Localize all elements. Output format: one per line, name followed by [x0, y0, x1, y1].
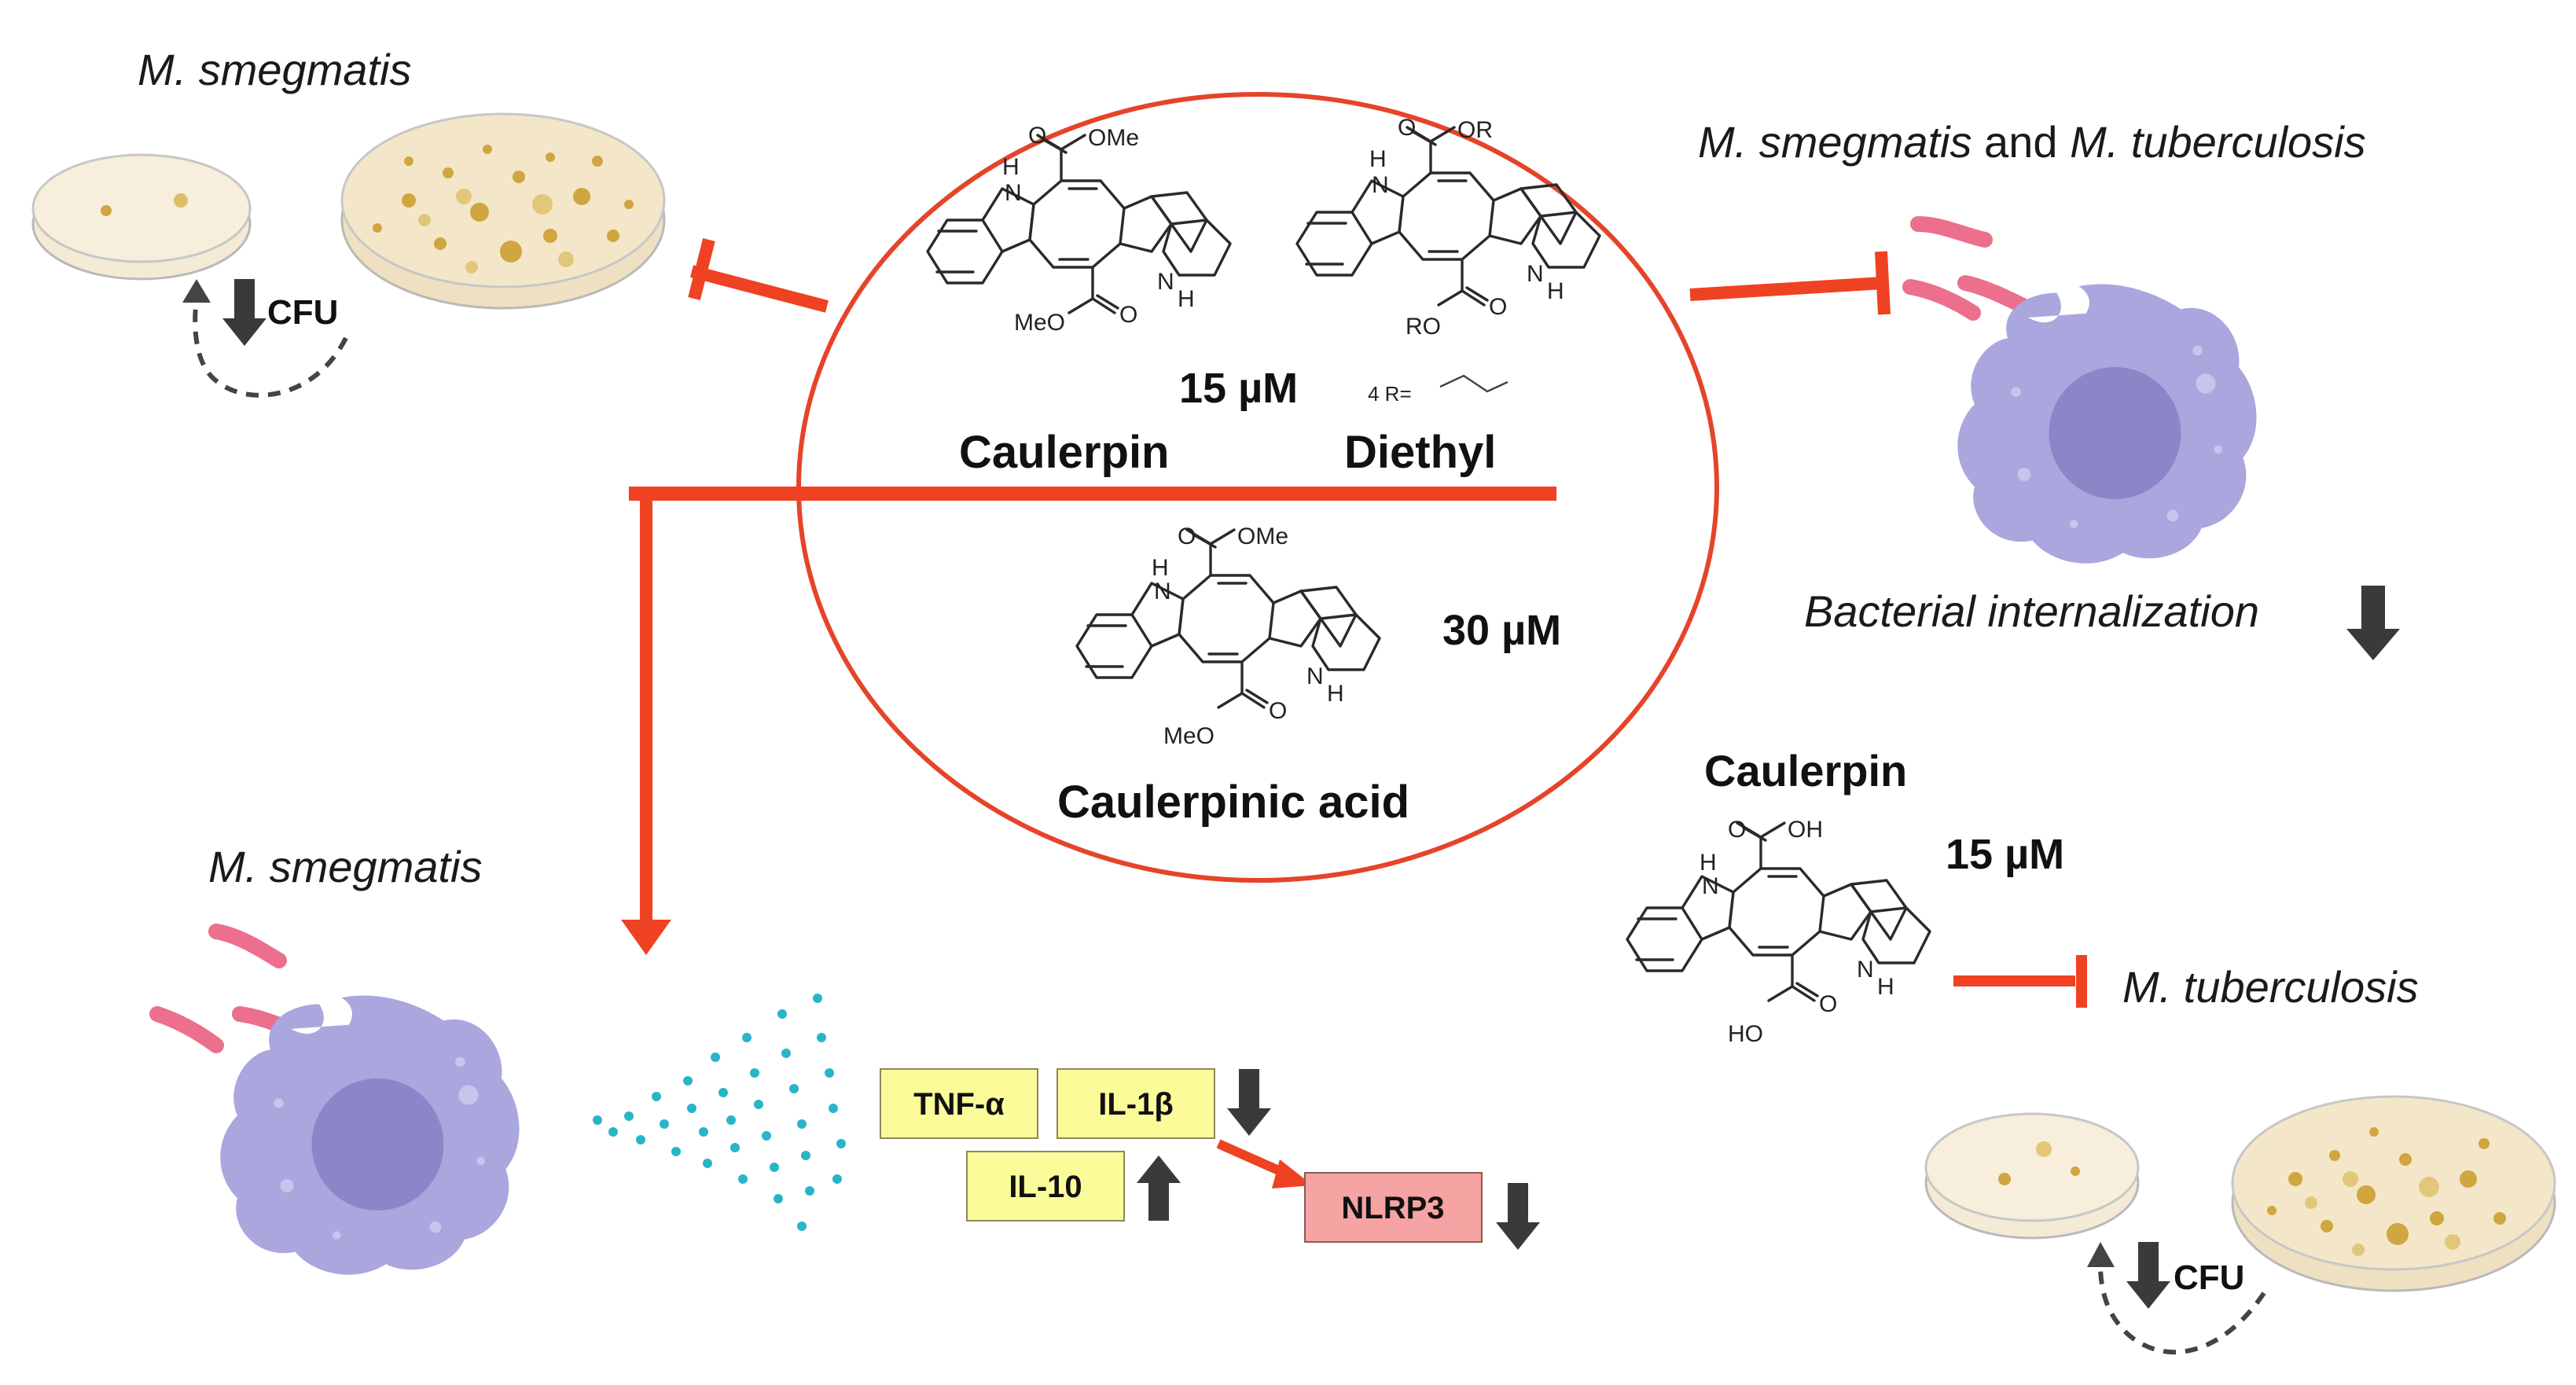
- svg-text:MeO: MeO: [1163, 723, 1215, 749]
- right-caulerpin-label: Caulerpin: [1704, 746, 1907, 795]
- svg-text:N: N: [1372, 172, 1389, 198]
- bacteria-top-right: [1902, 216, 2032, 321]
- petri-dish-large-bottom: [2231, 1095, 2556, 1292]
- svg-text:H: H: [1547, 278, 1564, 304]
- caulerpin-label: Caulerpin: [959, 427, 1170, 478]
- concentration-15um: 15 µM: [1179, 365, 1298, 412]
- cytokine-il1b-box: IL-1β: [1056, 1068, 1215, 1139]
- cfu-cycle-arrowhead-bottom: [2087, 1242, 2115, 1267]
- cfu-down-arrow-bottom: [2126, 1242, 2170, 1309]
- svg-text:H: H: [1178, 286, 1195, 312]
- svg-text:HO: HO: [1728, 1021, 1763, 1047]
- macrophage-bottom-left: [220, 994, 520, 1275]
- svg-text:OR: OR: [1457, 117, 1493, 143]
- svg-text:N: N: [1157, 269, 1174, 295]
- svg-text:N: N: [1154, 579, 1171, 604]
- diethyl-structure: H N O OR N H RO O: [1295, 115, 1601, 340]
- path-arrow-bottom-left: [621, 487, 671, 955]
- diethyl-label: Diethyl: [1344, 427, 1496, 478]
- svg-text:OH: OH: [1788, 817, 1823, 843]
- svg-text:N: N: [1527, 261, 1544, 287]
- svg-text:O: O: [1819, 991, 1837, 1017]
- inhibition-arrow-mtb: [1953, 955, 2087, 1008]
- petri-dish-small-bottom: [1924, 1112, 2140, 1240]
- svg-text:O: O: [1119, 302, 1137, 328]
- nlrp3-box: NLRP3: [1304, 1172, 1483, 1243]
- r-group-label: 4 R=: [1368, 382, 1412, 406]
- cytokine-il10-box: IL-10: [966, 1151, 1125, 1222]
- svg-text:O: O: [1489, 294, 1507, 320]
- svg-text:IL-10: IL-10: [1009, 1170, 1082, 1204]
- il1b-to-nlrp3-arrow: [1216, 1139, 1313, 1188]
- cfu-cycle-arrow-top: [193, 298, 348, 398]
- svg-text:OMe: OMe: [1237, 524, 1288, 549]
- svg-text:N: N: [1005, 180, 1022, 206]
- right-caulerpin-structure: H N O OH N H HO O: [1626, 817, 1931, 1047]
- top-left-title: M. smegmatis: [138, 45, 412, 94]
- svg-text:N: N: [1857, 957, 1874, 983]
- caulerpinic-acid-label: Caulerpinic acid: [1057, 777, 1409, 828]
- svg-text:H: H: [1369, 146, 1387, 172]
- svg-text:N: N: [1306, 663, 1324, 689]
- bottom-left-title: M. smegmatis: [208, 842, 483, 891]
- bacterial-internalization-label: Bacterial internalization: [1804, 586, 2259, 636]
- svg-text:TNF-α: TNF-α: [913, 1087, 1005, 1122]
- svg-text:H: H: [1002, 154, 1020, 180]
- top-right-title: M. smegmatis and M. tuberculosis: [1698, 117, 2366, 167]
- svg-text:O: O: [1178, 524, 1196, 549]
- right-concentration: 15 µM: [1946, 831, 2064, 878]
- svg-text:H: H: [1327, 681, 1344, 707]
- ethyl-group-mark: [1439, 374, 1508, 393]
- mtb-label: M. tuberculosis: [2122, 962, 2419, 1012]
- caulerpin-structure: H N O OMe N H MeO O: [926, 123, 1232, 336]
- svg-text:RO: RO: [1406, 314, 1441, 340]
- svg-text:NLRP3: NLRP3: [1341, 1191, 1444, 1225]
- compound-circle: [629, 92, 1719, 883]
- svg-text:H: H: [1877, 974, 1894, 1000]
- nlrp3-down-arrow: [1496, 1183, 1540, 1250]
- cytokine-tnf-box: TNF-α: [880, 1068, 1038, 1139]
- petri-dish-large: [340, 112, 666, 310]
- internalization-down-arrow: [2346, 586, 2400, 660]
- il10-up-arrow: [1137, 1155, 1181, 1221]
- cfu-label-top: CFU: [267, 293, 338, 332]
- inhibition-arrow-top-right: [1689, 251, 1891, 315]
- svg-text:H: H: [1700, 850, 1717, 876]
- svg-text:O: O: [1728, 817, 1746, 843]
- cfu-label-bottom: CFU: [2174, 1258, 2244, 1297]
- svg-text:O: O: [1269, 698, 1287, 724]
- svg-text:O: O: [1028, 123, 1046, 149]
- svg-text:O: O: [1398, 115, 1416, 141]
- svg-text:OMe: OMe: [1088, 125, 1139, 151]
- cytokine-dots: [593, 994, 846, 1231]
- svg-text:IL-1β: IL-1β: [1098, 1087, 1174, 1122]
- cfu-down-arrow-top: [222, 279, 266, 346]
- macrophage-top-right: [1957, 282, 2257, 564]
- svg-text:N: N: [1702, 873, 1719, 899]
- caulerpinic-acid-structure: H N O OMe N H MeO O: [1075, 524, 1381, 749]
- cfu-cycle-arrow-bottom: [2098, 1265, 2266, 1355]
- svg-text:MeO: MeO: [1014, 310, 1065, 336]
- petri-dish-small: [31, 153, 252, 281]
- cfu-cycle-arrowhead-top: [182, 279, 211, 303]
- svg-text:H: H: [1152, 555, 1169, 581]
- inhibition-arrow-top-left: [688, 238, 829, 313]
- il1b-down-arrow: [1227, 1069, 1271, 1136]
- concentration-30um: 30 µM: [1442, 607, 1561, 654]
